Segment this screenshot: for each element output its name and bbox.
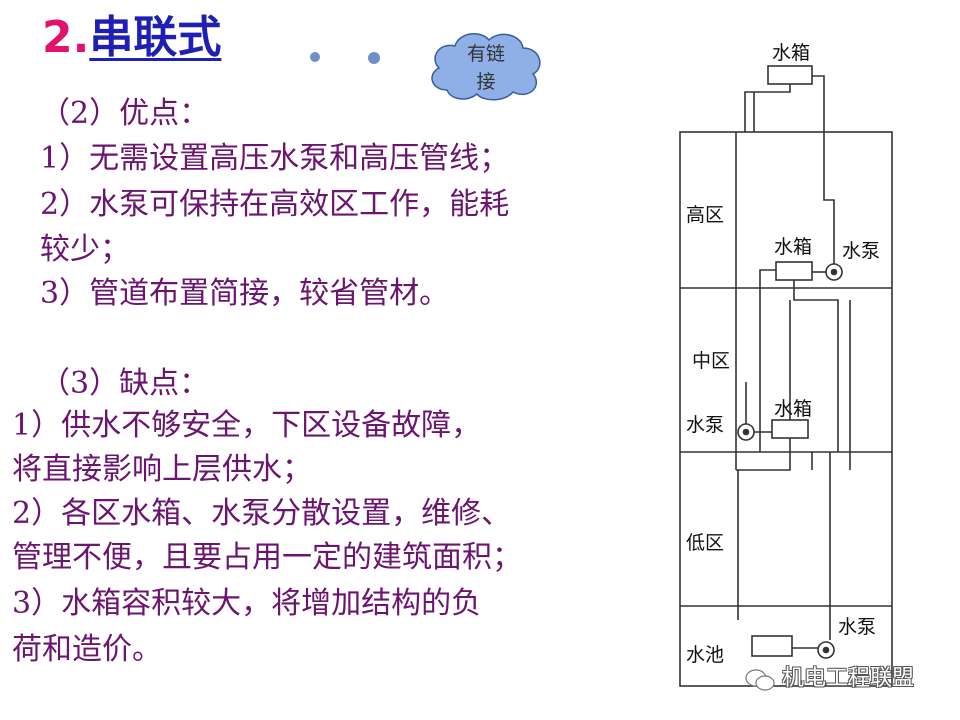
high-tank	[775, 261, 813, 281]
pool-label: 水池	[686, 644, 725, 666]
watermark: 机电工程联盟	[782, 666, 915, 691]
mid-tank	[771, 419, 809, 439]
cloud-label: 有链 接	[425, 40, 547, 96]
pipe	[736, 438, 791, 471]
disadvantage-line-3: 2）各区水箱、水泵分散设置，维修、	[12, 496, 512, 531]
pipe	[759, 269, 776, 452]
page-title: 2.串联式	[42, 8, 221, 68]
chat-bubble-icon	[745, 669, 775, 691]
advantages-heading: （2）优点：	[40, 96, 210, 131]
decorative-dot	[368, 52, 380, 64]
advantage-line-4: 3）管道布置简接，较省管材。	[40, 276, 450, 311]
advantage-line-2: 2）水泵可保持在高效区工作，能耗	[40, 187, 510, 222]
disadvantages-heading: （3）缺点：	[40, 366, 210, 401]
building-outline	[679, 131, 893, 687]
series-water-supply-diagram	[679, 65, 893, 687]
pipe	[793, 280, 839, 452]
bottom-pump	[817, 641, 835, 659]
zone-high-label: 高区	[686, 204, 725, 226]
advantage-line-1: 1）无需设置高压水泵和高压管线；	[40, 141, 510, 176]
pool-tank	[751, 635, 793, 657]
disadvantage-line-5: 3）水箱容积较大，将增加结构的负	[12, 586, 482, 621]
zone-low-label: 低区	[686, 532, 725, 554]
title-text: 串联式	[89, 12, 222, 63]
high-pump-label: 水泵	[842, 240, 881, 262]
cloud-shape	[431, 33, 541, 101]
top-tank	[767, 65, 813, 85]
mid-tank-label: 水箱	[774, 398, 813, 420]
title-number: 2.	[42, 12, 90, 63]
disadvantage-line-1: 1）供水不够安全，下区设备故障，	[12, 408, 482, 443]
pipe	[812, 75, 825, 132]
cloud-line-1: 有链	[466, 43, 505, 65]
top-tank-label: 水箱	[772, 42, 811, 64]
bottom-pump-label: 水泵	[838, 616, 877, 638]
disadvantage-line-6: 荷和造价。	[12, 632, 162, 667]
pipe	[823, 132, 835, 264]
cloud-line-2: 接	[476, 71, 496, 93]
zone-mid-label: 中区	[692, 350, 731, 372]
pipe	[744, 84, 791, 132]
advantage-line-3: 较少；	[40, 232, 130, 267]
high-tank-label: 水箱	[774, 236, 813, 258]
mid-pump-label: 水泵	[686, 414, 725, 436]
disadvantage-line-2: 将直接影响上层供水；	[12, 452, 312, 487]
disadvantage-line-4: 管理不便，且要占用一定的建筑面积；	[12, 540, 522, 575]
decorative-dot	[310, 52, 320, 62]
